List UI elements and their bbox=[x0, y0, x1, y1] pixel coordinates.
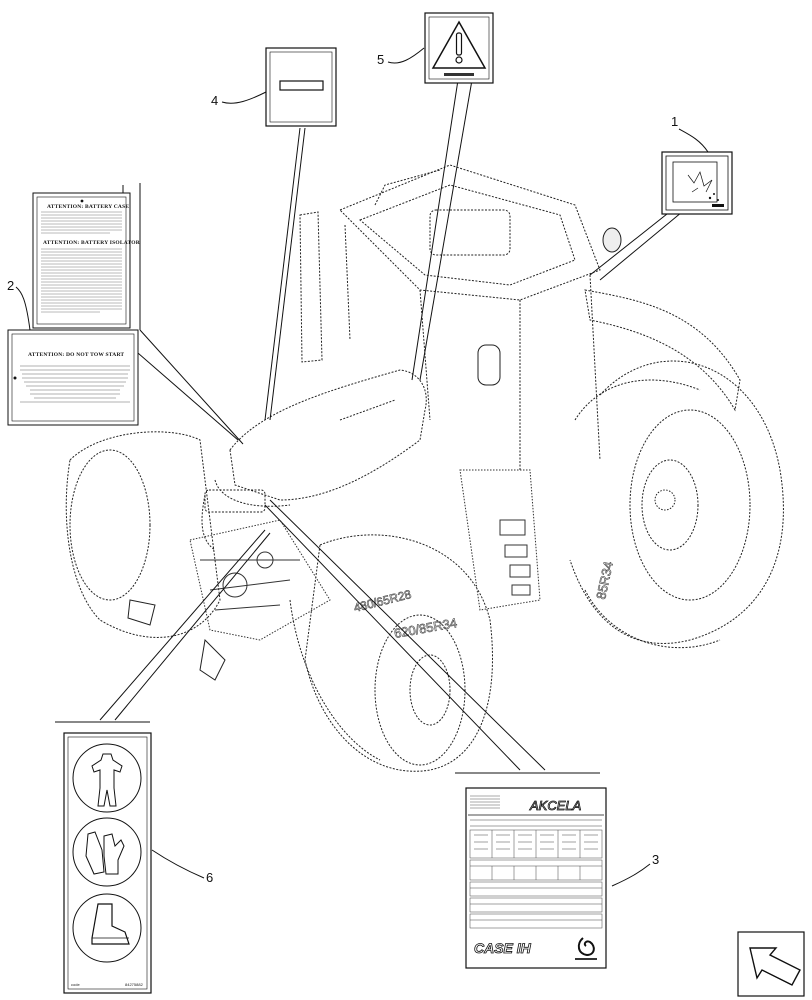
front-hitch bbox=[127, 599, 156, 626]
cab bbox=[339, 164, 601, 470]
hood bbox=[201, 369, 427, 551]
chassis bbox=[189, 469, 541, 641]
battery-heading-b: ATTENTION: BATTERY ISOLATOR bbox=[43, 240, 141, 246]
battery-heading-a: ATTENTION: BATTERY CASE bbox=[47, 204, 129, 210]
coverall-icon bbox=[91, 753, 123, 807]
shatter-icon bbox=[687, 171, 713, 193]
rear-fender bbox=[584, 289, 741, 412]
battery-fine-print-b bbox=[41, 248, 122, 313]
decal-2-battery: ATTENTION: BATTERY CASE ATTENTION: BATTE… bbox=[32, 192, 141, 329]
rear-right-tire bbox=[569, 360, 784, 649]
ppe-code-left: code bbox=[71, 982, 80, 987]
callout-6: 6 bbox=[206, 870, 213, 885]
ppe-code-right: 84275882 bbox=[125, 982, 144, 987]
callout-4: 4 bbox=[211, 93, 218, 108]
decal-4-bar bbox=[265, 47, 337, 127]
callout-5: 5 bbox=[377, 52, 384, 67]
callout-2: 2 bbox=[7, 278, 14, 293]
front-right-tire bbox=[289, 534, 493, 772]
decal-1-hazard bbox=[661, 151, 733, 215]
tractor-illustration bbox=[65, 164, 784, 772]
beacon-light bbox=[602, 227, 622, 253]
battery-fine-print-a bbox=[41, 211, 122, 234]
akcela-brand: AKCELA bbox=[529, 798, 581, 813]
decal-2-tow-start: ATTENTION: DO NOT TOW START bbox=[7, 329, 139, 426]
leader-lines bbox=[55, 79, 683, 774]
decal-3-akcela: AKCELA bbox=[465, 787, 607, 969]
orientation-arrow-icon bbox=[737, 931, 805, 997]
gloves-icon bbox=[85, 831, 125, 875]
tow-heading: ATTENTION: DO NOT TOW START bbox=[28, 352, 124, 358]
callout-numbers: 1 2 3 4 5 6 bbox=[7, 47, 709, 887]
tire-marking-rear-side: 85R34 bbox=[593, 560, 616, 601]
front-left-tire bbox=[65, 431, 221, 638]
callout-3: 3 bbox=[652, 852, 659, 867]
tire-marking-rear: 620/85R34 bbox=[393, 615, 458, 641]
decal-6-ppe: code 84275882 bbox=[63, 732, 152, 994]
bar-icon bbox=[279, 80, 324, 91]
case-ih-logo: CASE IH bbox=[474, 940, 532, 956]
mirror bbox=[477, 344, 501, 386]
exhaust-stack bbox=[299, 211, 323, 363]
decal-5-warning bbox=[424, 12, 494, 84]
callout-1: 1 bbox=[671, 114, 678, 129]
akcela-spec-grid bbox=[469, 819, 603, 929]
petronas-logo bbox=[575, 937, 597, 960]
tow-fine-print bbox=[20, 365, 130, 403]
